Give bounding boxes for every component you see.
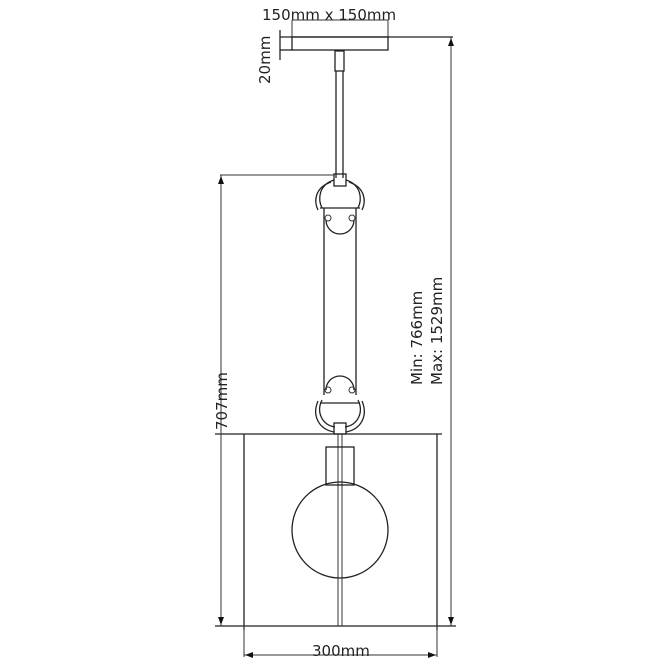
globe-bulb (291, 481, 389, 579)
canopy-width-dimension (291, 19, 389, 50)
glass-tube (323, 208, 357, 395)
ceiling-canopy (279, 30, 453, 60)
min-height-label: Min: 766mm (408, 291, 426, 385)
suspension-rod (334, 50, 345, 178)
overall-height-dimension (448, 37, 454, 626)
max-height-label: Max: 1529mm (428, 277, 446, 385)
upper-shackle (315, 173, 365, 235)
canopy-depth-label: 20mm (256, 36, 274, 84)
canopy-size-label: 150mm x 150mm (262, 6, 396, 24)
lower-shackle (315, 375, 365, 435)
body-height-label: 707mm (213, 372, 231, 430)
shade-width-dimension (243, 626, 438, 658)
lamp-holder (325, 446, 355, 486)
square-frame (215, 433, 456, 630)
center-rod (337, 434, 343, 626)
body-height-dimension (218, 174, 334, 626)
shade-width-label: 300mm (312, 642, 370, 660)
